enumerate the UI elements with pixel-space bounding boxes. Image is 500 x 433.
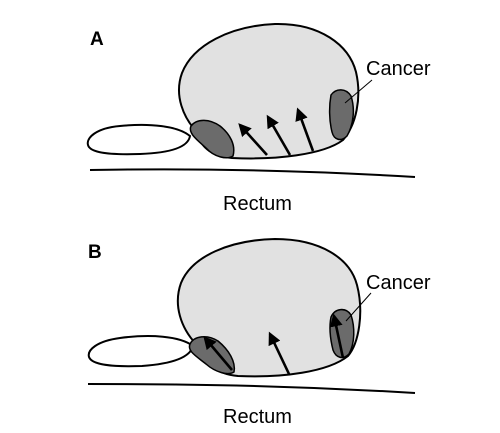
tumor-posterior-a: [189, 119, 235, 159]
prostate-b: [176, 237, 362, 378]
cancer-label-b: Cancer: [366, 272, 431, 294]
rectal-wall-b: [87, 383, 416, 394]
arrow-icon: [266, 114, 292, 156]
panel-a: A Cancer Rectum: [86, 22, 431, 215]
arrow-icon: [268, 331, 291, 375]
arrow-icon: [329, 313, 345, 359]
panel-a-letter: A: [90, 29, 104, 50]
arrow-icon: [203, 336, 233, 371]
rectum-label-a: Rectum: [223, 193, 292, 215]
rectum-label-b: Rectum: [223, 406, 292, 428]
cancer-leader-a: [344, 79, 373, 104]
rectal-wall-a: [89, 168, 416, 178]
seminal-vesicle-a: [86, 123, 192, 156]
panel-b-letter: B: [88, 242, 102, 263]
cancer-label-a: Cancer: [366, 58, 431, 80]
prostate-a: [178, 22, 360, 160]
cancer-leader-b: [345, 292, 372, 322]
tumor-lateral-a: [328, 89, 355, 141]
panel-b: B Cancer Rectum: [87, 237, 431, 428]
arrow-icon: [238, 123, 268, 156]
arrow-icon: [295, 107, 315, 152]
seminal-vesicle-b: [87, 335, 195, 368]
